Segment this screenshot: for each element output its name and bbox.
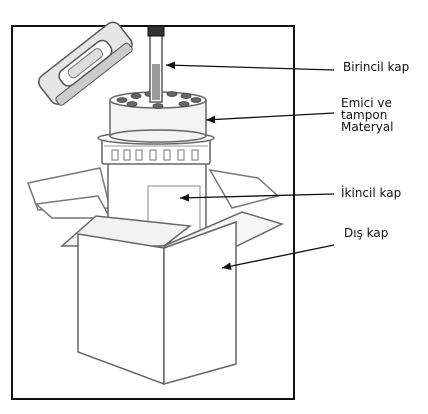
leader-arrows [165, 61, 335, 270]
label-absorbent-line-2: tampon [341, 108, 388, 122]
label-absorbent-line-1: Emici ve [341, 96, 392, 110]
label-absorbent-line-3: Materyal [341, 120, 394, 134]
arrow-secondary [179, 193, 335, 202]
arrow-absorbent [205, 112, 335, 124]
label-primary-container: Birincil kap [343, 60, 410, 74]
arrow-outer [221, 244, 335, 270]
outer-box-back [26, 167, 280, 219]
label-absorbent-material: Emici ve tampon Materyal [341, 97, 394, 133]
absorbent-material [109, 91, 207, 143]
primary-tube [147, 25, 165, 103]
outer-box-front [60, 211, 285, 386]
label-outer-container: Dış kap [344, 226, 389, 240]
label-secondary-container: İkincil kap [341, 186, 402, 200]
secondary-lid [37, 21, 133, 106]
arrow-primary [165, 61, 335, 71]
